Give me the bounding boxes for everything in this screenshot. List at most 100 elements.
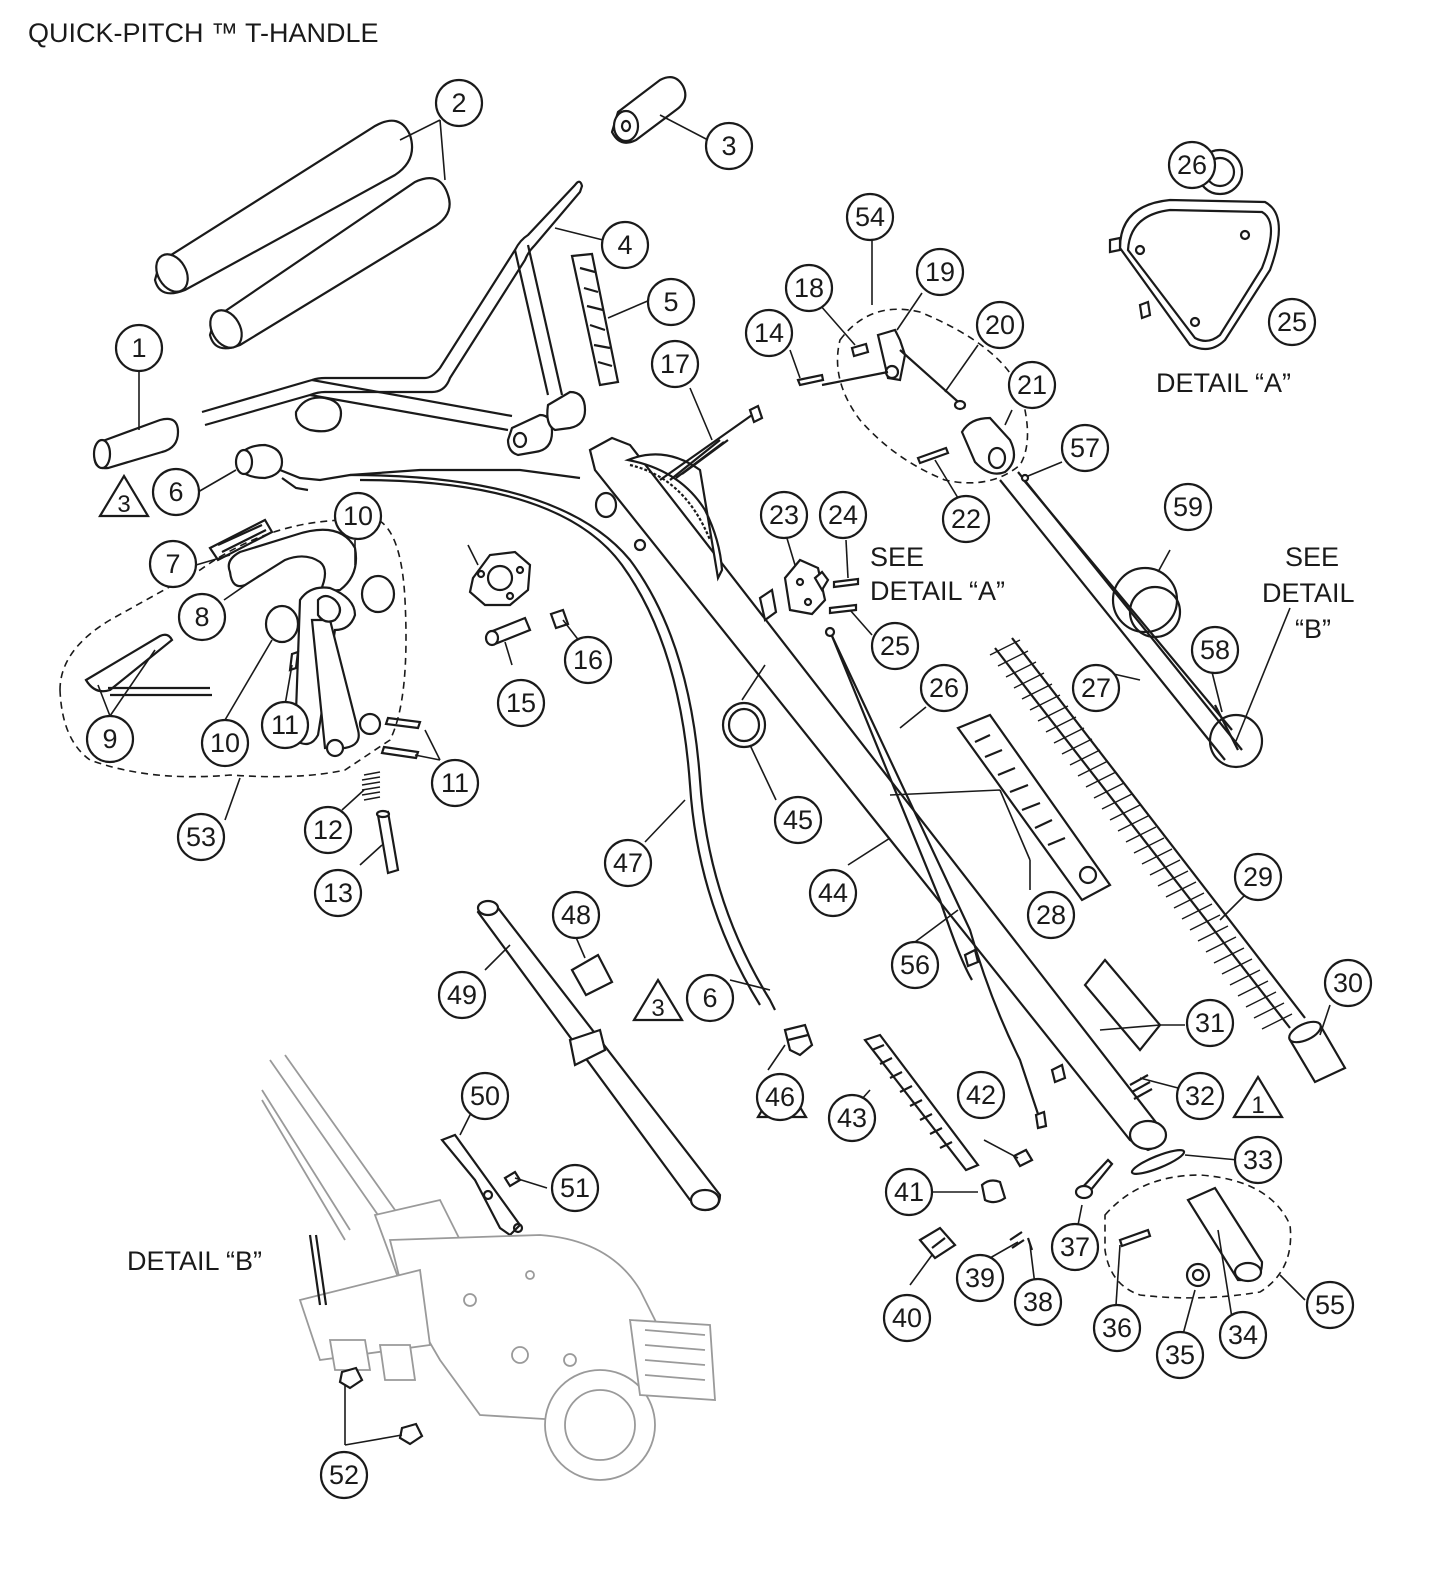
callout-55: 55 bbox=[1305, 1280, 1355, 1330]
callout-35: 35 bbox=[1155, 1330, 1205, 1380]
callout-number: 3 bbox=[721, 131, 736, 161]
callout-circle bbox=[600, 220, 650, 270]
svg-text:3: 3 bbox=[117, 491, 130, 518]
callout-41: 41 bbox=[884, 1167, 934, 1217]
trigger-assembly bbox=[84, 518, 422, 760]
callout-circle bbox=[430, 758, 480, 808]
callout-number: 46 bbox=[765, 1082, 795, 1112]
callout-number: 36 bbox=[1102, 1313, 1132, 1343]
callout-45: 45 bbox=[773, 795, 823, 845]
callout-14: 14 bbox=[744, 308, 794, 358]
text-labels: DETAIL “A” SEE DETAIL “A” SEE DETAIL “B”… bbox=[127, 368, 1355, 1276]
callout-3: 3 bbox=[704, 121, 754, 171]
callout-number: 40 bbox=[892, 1303, 922, 1333]
callout-number: 10 bbox=[343, 501, 373, 531]
callout-circle bbox=[85, 714, 135, 764]
callout-26: 26 bbox=[1167, 140, 1217, 190]
see-detail-b-line2: DETAIL bbox=[1262, 578, 1355, 608]
callout-33: 33 bbox=[1233, 1135, 1283, 1185]
mount-bracket bbox=[440, 1133, 524, 1237]
grip-tubes bbox=[153, 119, 451, 350]
callout-number: 45 bbox=[783, 805, 813, 835]
callout-circle bbox=[882, 1293, 932, 1343]
callout-number: 7 bbox=[165, 549, 180, 579]
callout-number: 27 bbox=[1081, 673, 1111, 703]
callout-25: 25 bbox=[870, 621, 920, 671]
callout-circle bbox=[1167, 140, 1217, 190]
callout-number: 39 bbox=[965, 1263, 995, 1293]
group-outline-54 bbox=[59, 515, 407, 778]
callout-number: 17 bbox=[660, 349, 690, 379]
callout-number: 42 bbox=[966, 1080, 996, 1110]
callout-number: 58 bbox=[1200, 635, 1230, 665]
callout-circle bbox=[827, 1093, 877, 1143]
callout-number: 52 bbox=[329, 1460, 359, 1490]
callout-number: 54 bbox=[855, 202, 885, 232]
callout-number: 47 bbox=[613, 848, 643, 878]
callout-number: 34 bbox=[1228, 1320, 1258, 1350]
callout-number: 15 bbox=[506, 688, 536, 718]
callout-circle bbox=[319, 1450, 369, 1500]
callout-circle bbox=[808, 868, 858, 918]
callout-circle bbox=[260, 700, 310, 750]
main-shaft bbox=[588, 436, 1168, 1152]
warning-triangle: 1 bbox=[1232, 1074, 1284, 1119]
callout-circle bbox=[1013, 1277, 1063, 1327]
callout-circle bbox=[884, 1167, 934, 1217]
callout-number: 25 bbox=[1277, 307, 1307, 337]
callout-number: 25 bbox=[880, 631, 910, 661]
callout-49: 49 bbox=[437, 970, 487, 1020]
callout-circle bbox=[434, 78, 484, 128]
callout-number: 12 bbox=[313, 815, 343, 845]
callout-number: 48 bbox=[561, 900, 591, 930]
leader-lines bbox=[97, 114, 1331, 1446]
svg-text:3: 3 bbox=[651, 995, 664, 1022]
callout-circle bbox=[818, 490, 868, 540]
callout-number: 53 bbox=[186, 822, 216, 852]
callout-56: 56 bbox=[890, 940, 940, 990]
callout-53: 53 bbox=[176, 812, 226, 862]
callout-number: 10 bbox=[210, 728, 240, 758]
callout-37: 37 bbox=[1050, 1222, 1100, 1272]
see-detail-b-line1: SEE bbox=[1285, 542, 1339, 572]
callout-number: 56 bbox=[900, 950, 930, 980]
left-grip bbox=[92, 417, 180, 470]
callout-circle bbox=[1175, 1071, 1225, 1121]
callout-15: 15 bbox=[496, 678, 546, 728]
callout-6: 6 bbox=[151, 467, 201, 517]
callout-44: 44 bbox=[808, 868, 858, 918]
callout-circle bbox=[313, 868, 363, 918]
see-detail-a-line1: SEE bbox=[870, 542, 924, 572]
callout-38: 38 bbox=[1013, 1277, 1063, 1327]
callout-number: 11 bbox=[271, 710, 299, 740]
callout-10: 10 bbox=[200, 718, 250, 768]
callout-number: 32 bbox=[1185, 1081, 1215, 1111]
callout-number: 19 bbox=[925, 257, 955, 287]
callout-13: 13 bbox=[313, 868, 363, 918]
callout-circle bbox=[1233, 852, 1283, 902]
callout-16: 16 bbox=[563, 635, 613, 685]
callout-circle bbox=[773, 795, 823, 845]
callout-circle bbox=[1155, 1330, 1205, 1380]
callout-43: 43 bbox=[827, 1093, 877, 1143]
callout-number: 16 bbox=[573, 645, 603, 675]
callout-number: 24 bbox=[828, 500, 858, 530]
callout-circle bbox=[650, 339, 700, 389]
callout-circle bbox=[200, 718, 250, 768]
callout-circle bbox=[303, 805, 353, 855]
callout-1: 1 bbox=[114, 323, 164, 373]
callout-58: 58 bbox=[1190, 625, 1240, 675]
callout-circle bbox=[744, 308, 794, 358]
callout-circle bbox=[1071, 663, 1121, 713]
callout-number: 30 bbox=[1333, 968, 1363, 998]
callout-57: 57 bbox=[1060, 423, 1110, 473]
callout-23: 23 bbox=[759, 490, 809, 540]
callout-number: 31 bbox=[1195, 1008, 1225, 1038]
callout-number: 26 bbox=[929, 673, 959, 703]
cable-assembly bbox=[234, 443, 776, 1011]
long-spring bbox=[989, 637, 1306, 1030]
callout-number: 1 bbox=[131, 333, 146, 363]
spring-cap bbox=[1288, 1020, 1347, 1084]
pitch-bolt bbox=[659, 404, 764, 481]
